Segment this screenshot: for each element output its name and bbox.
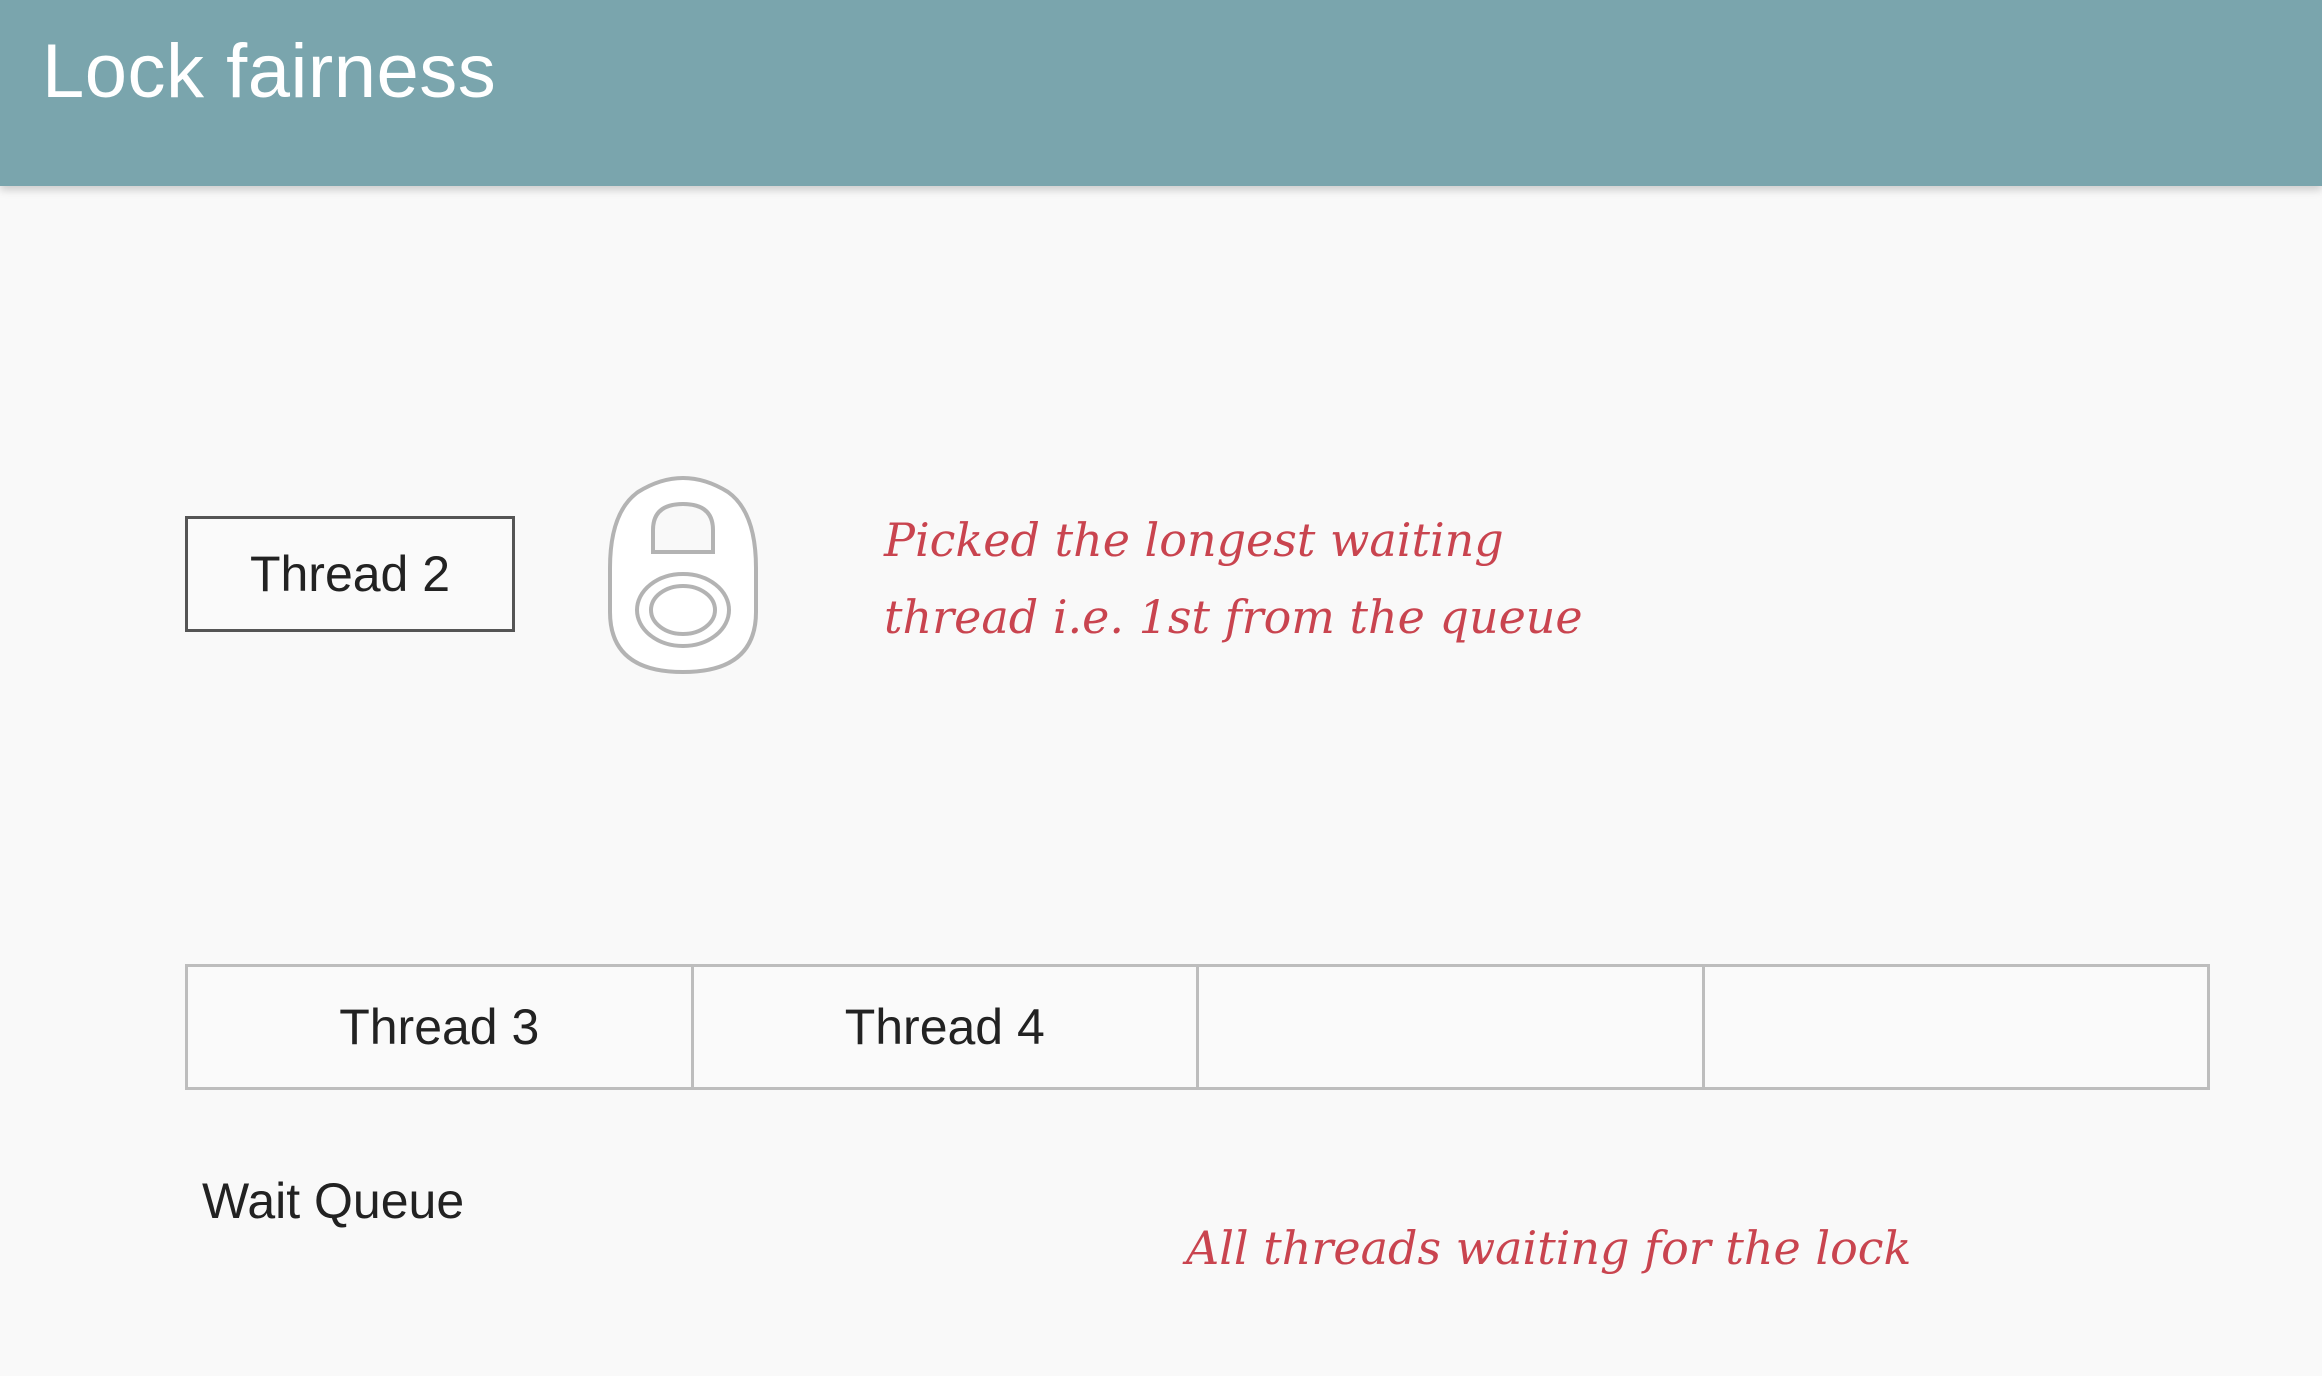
title-bar: Lock fairness [0, 0, 2322, 186]
padlock-icon [608, 476, 758, 675]
queue-note: All threads waiting for the lock [1186, 1221, 1912, 1275]
wait-queue-label: Wait Queue [202, 1173, 465, 1229]
lock-holder-label: Thread 2 [249, 546, 451, 602]
page-title: Lock fairness [42, 29, 497, 114]
queue-slot [1705, 967, 2208, 1087]
queue-slot [1199, 967, 1705, 1087]
picked-note-line-1: Picked the longest waiting [884, 513, 1504, 567]
queue-slot-label: Thread 3 [339, 999, 540, 1055]
picked-note-line-2: thread i.e. 1st from the queue [884, 590, 1583, 644]
queue-slot: Thread 3 [188, 967, 694, 1087]
queue-slot-label: Thread 4 [844, 999, 1045, 1055]
lock-holder-box: Thread 2 [185, 516, 515, 632]
wait-queue: Thread 3 Thread 4 [185, 964, 2210, 1090]
queue-slot: Thread 4 [694, 967, 1199, 1087]
